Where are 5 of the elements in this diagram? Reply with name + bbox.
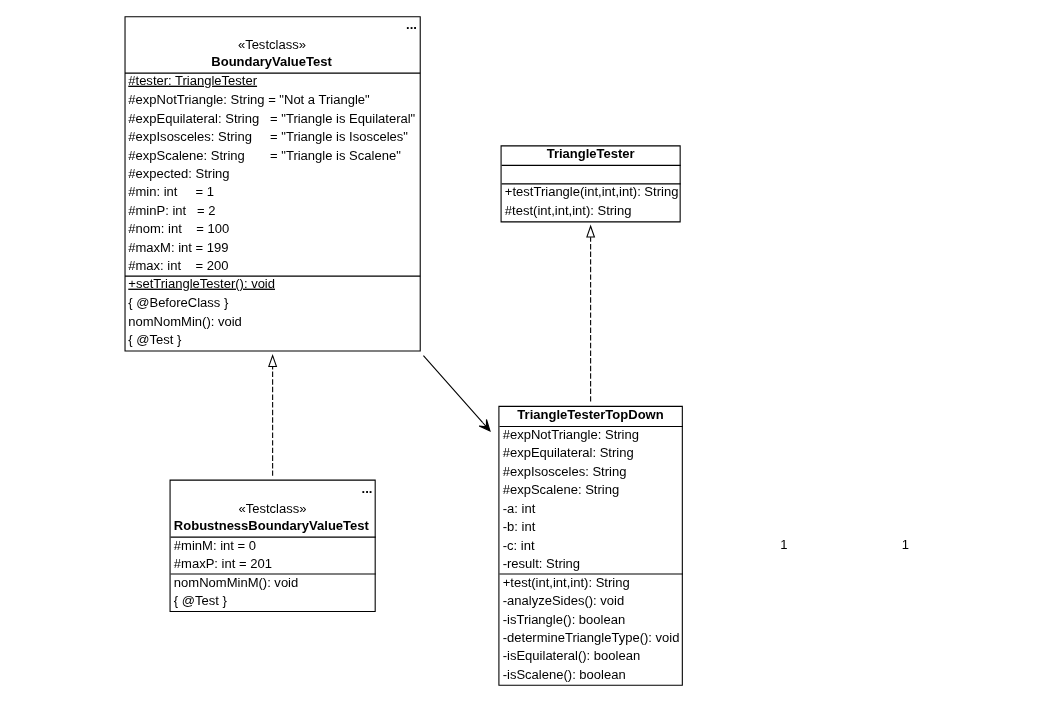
label: 1 [780, 537, 788, 553]
arrow [586, 224, 596, 403]
arrow [268, 353, 278, 477]
arrow [422, 355, 491, 432]
label: 1 [901, 537, 909, 553]
